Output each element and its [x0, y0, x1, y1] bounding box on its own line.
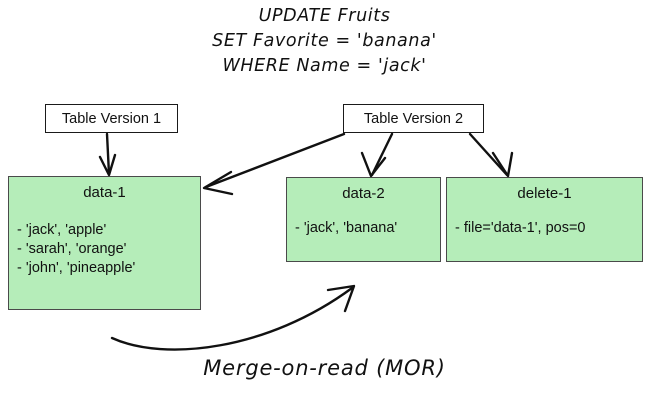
table-version-2-box: Table Version 2 — [343, 104, 484, 133]
table-version-1-box: Table Version 1 — [45, 104, 178, 133]
arrow-version2-to-delete1 — [468, 132, 514, 178]
sql-line-update: UPDATE Fruits — [258, 6, 391, 26]
sql-statement: UPDATE Fruits SET Favorite = 'banana' WH… — [0, 4, 649, 79]
table-version-1-label: Table Version 1 — [61, 110, 162, 127]
data-1-row: - 'john', 'pineapple' — [17, 260, 136, 276]
data-2-box: data-2 - 'jack', 'banana' — [286, 177, 441, 262]
delete-1-rows: - file='data-1', pos=0 — [447, 219, 642, 238]
data-1-title: data-1 — [83, 184, 126, 201]
delete-1-row: - file='data-1', pos=0 — [455, 220, 586, 236]
data-2-row: - 'jack', 'banana' — [295, 220, 398, 236]
arrow-version1-to-data1 — [98, 132, 117, 177]
data-2-rows: - 'jack', 'banana' — [287, 219, 440, 238]
data-2-title: data-2 — [342, 185, 385, 202]
sql-line-set: SET Favorite = 'banana' — [212, 31, 437, 51]
delete-1-box: delete-1 - file='data-1', pos=0 — [446, 177, 643, 262]
table-version-2-label: Table Version 2 — [363, 110, 464, 127]
data-1-box: data-1 - 'jack', 'apple' - 'sarah', 'ora… — [8, 176, 201, 310]
delete-1-title: delete-1 — [517, 185, 572, 202]
data-1-row: - 'jack', 'apple' — [17, 222, 107, 238]
sql-line-where: WHERE Name = 'jack' — [222, 56, 427, 76]
merge-on-read-caption: Merge-on-read (MOR) — [203, 356, 446, 380]
arrow-version2-to-data2 — [360, 132, 394, 178]
data-1-rows: - 'jack', 'apple' - 'sarah', 'orange' - … — [9, 221, 200, 278]
data-1-row: - 'sarah', 'orange' — [17, 241, 127, 257]
